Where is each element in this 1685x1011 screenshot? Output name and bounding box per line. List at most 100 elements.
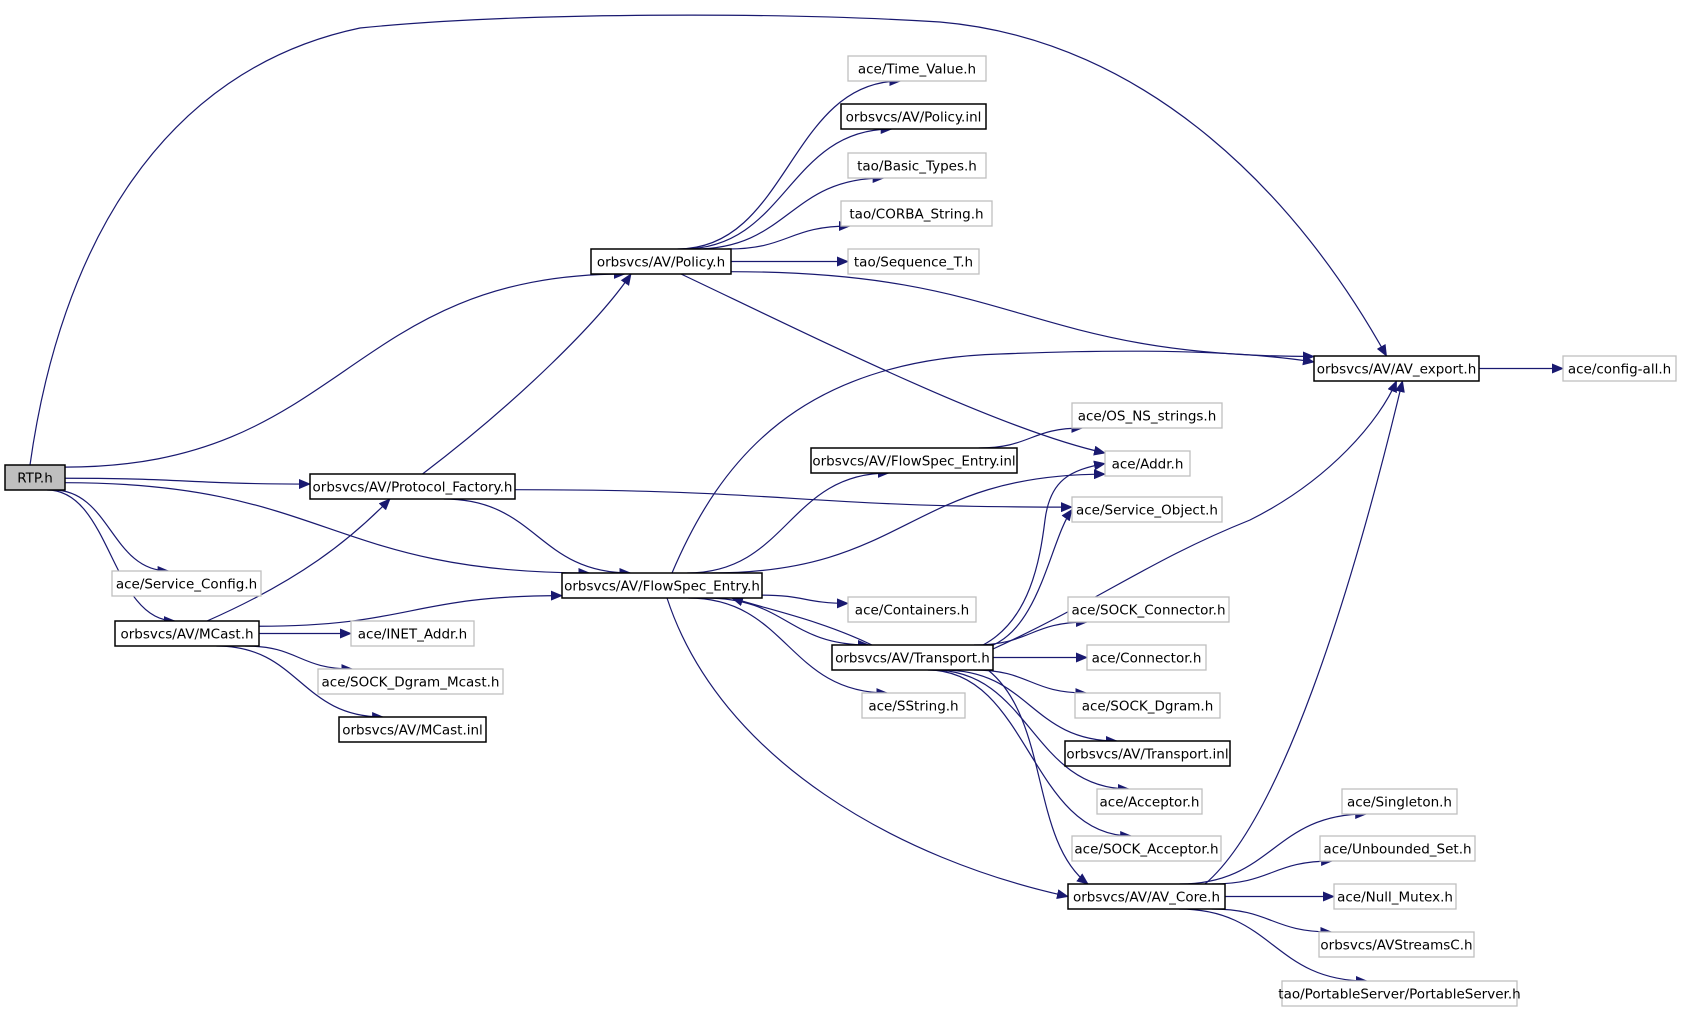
- node-box: [1071, 835, 1222, 862]
- node-label: tao/PortableServer/PortableServer.h: [1278, 987, 1520, 1003]
- node-av-core[interactable]: orbsvcs/AV/AV_Core.h: [1067, 883, 1226, 910]
- node-service-object: ace/Service_Object.h: [1071, 496, 1223, 523]
- node-box: [317, 668, 504, 695]
- node-corba-string: tao/CORBA_String.h: [840, 200, 993, 227]
- node-inet-addr: ace/INET_Addr.h: [350, 620, 475, 647]
- edge-transport_h-to-sock_acceptor: [927, 669, 1133, 841]
- edge-flowspec_entry-to-containers: [761, 594, 849, 609]
- node-box: [840, 200, 993, 227]
- node-label: tao/Sequence_T.h: [854, 255, 973, 271]
- node-box: [4, 464, 66, 491]
- node-box: [831, 644, 994, 671]
- node-acceptor: ace/Acceptor.h: [1096, 788, 1203, 815]
- node-label: orbsvcs/AV/Policy.inl: [846, 110, 982, 126]
- node-av-export[interactable]: orbsvcs/AV/AV_export.h: [1313, 355, 1480, 382]
- node-label: tao/CORBA_String.h: [849, 207, 983, 223]
- edge-transport_h-to-flowspec_entry: [731, 596, 873, 646]
- node-containers: ace/Containers.h: [847, 596, 977, 623]
- node-box: [590, 248, 732, 275]
- edge-flowspec_entry-to-av_core: [666, 597, 1069, 900]
- node-connector: ace/Connector.h: [1086, 644, 1207, 671]
- node-box: [350, 620, 475, 647]
- node-label: ace/Unbounded_Set.h: [1323, 842, 1471, 858]
- node-policy-h[interactable]: orbsvcs/AV/Policy.h: [590, 248, 732, 275]
- node-label: orbsvcs/AV/MCast.inl: [342, 723, 483, 739]
- node-flowspec-inl[interactable]: orbsvcs/AV/FlowSpec_Entry.inl: [810, 447, 1018, 474]
- node-avstreamsc: orbsvcs/AVStreamsC.h: [1318, 931, 1475, 958]
- edge-mcast_h-to-sock_dgram_mcast: [245, 645, 354, 674]
- node-service-config: ace/Service_Config.h: [111, 570, 262, 597]
- node-label: ace/SOCK_Dgram_Mcast.h: [322, 675, 500, 691]
- node-flowspec-entry[interactable]: orbsvcs/AV/FlowSpec_Entry.h: [561, 572, 763, 599]
- node-label: ace/SOCK_Dgram.h: [1082, 699, 1214, 715]
- node-box: [114, 620, 260, 647]
- node-rtp[interactable]: RTP.h: [4, 464, 66, 491]
- node-config-all: ace/config-all.h: [1562, 355, 1677, 382]
- node-unbounded-set: ace/Unbounded_Set.h: [1319, 835, 1476, 862]
- node-transport-h[interactable]: orbsvcs/AV/Transport.h: [831, 644, 994, 671]
- edge-av_core-to-singleton: [1179, 809, 1368, 885]
- edges-layer: [29, 14, 1564, 986]
- node-mcast-inl[interactable]: orbsvcs/AV/MCast.inl: [338, 716, 487, 743]
- edge-rtp-to-av_export: [29, 14, 1388, 466]
- node-portable-server: tao/PortableServer/PortableServer.h: [1278, 980, 1521, 1007]
- node-sock-acceptor: ace/SOCK_Acceptor.h: [1071, 835, 1222, 862]
- node-policy-inl[interactable]: orbsvcs/AV/Policy.inl: [840, 103, 987, 130]
- node-label: ace/Containers.h: [855, 603, 969, 619]
- node-label: orbsvcs/AV/Protocol_Factory.h: [313, 480, 513, 496]
- node-box: [847, 55, 987, 82]
- node-label: ace/Service_Config.h: [116, 577, 257, 593]
- edge-rtp-to-flowspec_entry: [64, 482, 591, 578]
- edge-transport_h-to-av_core: [987, 669, 1089, 885]
- node-mcast-h[interactable]: orbsvcs/AV/MCast.h: [114, 620, 260, 647]
- node-label: orbsvcs/AVStreamsC.h: [1320, 938, 1472, 954]
- edge-flowspec_entry-to-sstring: [688, 597, 889, 698]
- node-box: [1086, 644, 1207, 671]
- edge-mcast_h-to-mcast_inl: [216, 645, 385, 722]
- nodes-layer: RTP.h ace/Time_Value.h orbsvcs/AV/Policy.i…: [4, 55, 1677, 1007]
- node-box: [1071, 496, 1223, 523]
- node-sock-dgram-mcast: ace/SOCK_Dgram_Mcast.h: [317, 668, 504, 695]
- node-label: orbsvcs/AV/AV_Core.h: [1073, 890, 1220, 906]
- edge-av_core-to-avstreamsc: [1211, 908, 1333, 937]
- edge-policy_h-to-basic_types: [694, 173, 885, 250]
- node-addr: ace/Addr.h: [1104, 450, 1191, 477]
- node-label: ace/Addr.h: [1112, 457, 1184, 473]
- node-label: ace/Singleton.h: [1347, 795, 1452, 811]
- edge-transport_h-to-transport_inl: [943, 669, 1118, 746]
- node-box: [861, 692, 966, 719]
- node-box: [847, 152, 987, 179]
- node-label: orbsvcs/AV/MCast.h: [120, 627, 253, 643]
- node-box: [1562, 355, 1677, 382]
- node-label: ace/SOCK_Connector.h: [1071, 603, 1225, 619]
- node-time-value: ace/Time_Value.h: [847, 55, 987, 82]
- node-box: [1281, 980, 1518, 1007]
- node-label: ace/Time_Value.h: [858, 62, 976, 78]
- node-protocol-factory[interactable]: orbsvcs/AV/Protocol_Factory.h: [309, 473, 516, 500]
- node-box: [1341, 788, 1458, 815]
- node-label: ace/INET_Addr.h: [358, 627, 467, 643]
- edge-protocol_factory-to-policy_h: [422, 273, 632, 475]
- node-box: [1074, 692, 1221, 719]
- node-transport-inl[interactable]: orbsvcs/AV/Transport.inl: [1064, 740, 1231, 767]
- edge-mcast_h-to-flowspec_entry: [258, 590, 563, 627]
- node-basic-types: tao/Basic_Types.h: [847, 152, 987, 179]
- node-box: [338, 716, 487, 743]
- edge-flowspec_entry-to-flowspec_inl: [687, 468, 890, 574]
- node-label: orbsvcs/AV/FlowSpec_Entry.inl: [812, 454, 1015, 470]
- node-box: [847, 248, 980, 275]
- node-sock-connector: ace/SOCK_Connector.h: [1067, 596, 1230, 623]
- node-null-mutex: ace/Null_Mutex.h: [1333, 883, 1457, 910]
- edge-av_core-to-unbounded_set: [1211, 856, 1334, 885]
- node-label: orbsvcs/AV/Transport.inl: [1066, 747, 1228, 763]
- edge-rtp-to-service_config: [52, 489, 170, 576]
- node-label: ace/SOCK_Acceptor.h: [1074, 842, 1218, 858]
- edge-protocol_factory-to-flowspec_entry: [444, 498, 632, 578]
- node-label: orbsvcs/AV/Policy.h: [597, 255, 725, 271]
- edge-transport_h-to-addr: [982, 460, 1106, 646]
- edge-flowspec_entry-to-addr: [711, 469, 1106, 574]
- node-box: [1071, 402, 1223, 429]
- node-label: ace/OS_NS_strings.h: [1078, 409, 1217, 425]
- node-box: [1319, 835, 1476, 862]
